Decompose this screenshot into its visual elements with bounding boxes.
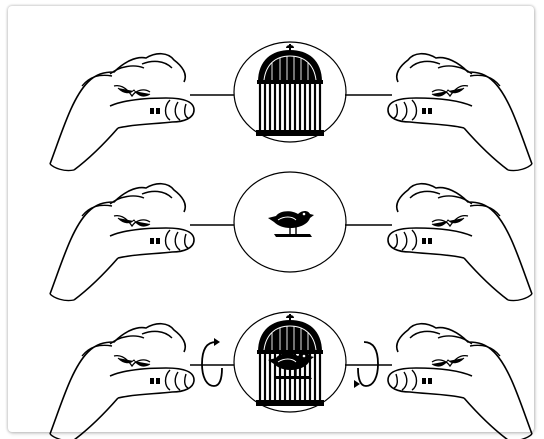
right-hand-icon xyxy=(388,184,532,301)
panel-bird-in-cage xyxy=(49,311,532,439)
panel-bird xyxy=(49,171,532,302)
rotation-arrow-icon xyxy=(201,337,223,387)
left-hand-icon xyxy=(49,52,195,172)
left-hand-icon xyxy=(49,322,195,439)
left-hand-icon xyxy=(49,182,195,302)
right-hand-icon xyxy=(388,324,532,439)
right-hand-icon xyxy=(388,54,532,171)
panel-cage xyxy=(49,41,532,172)
